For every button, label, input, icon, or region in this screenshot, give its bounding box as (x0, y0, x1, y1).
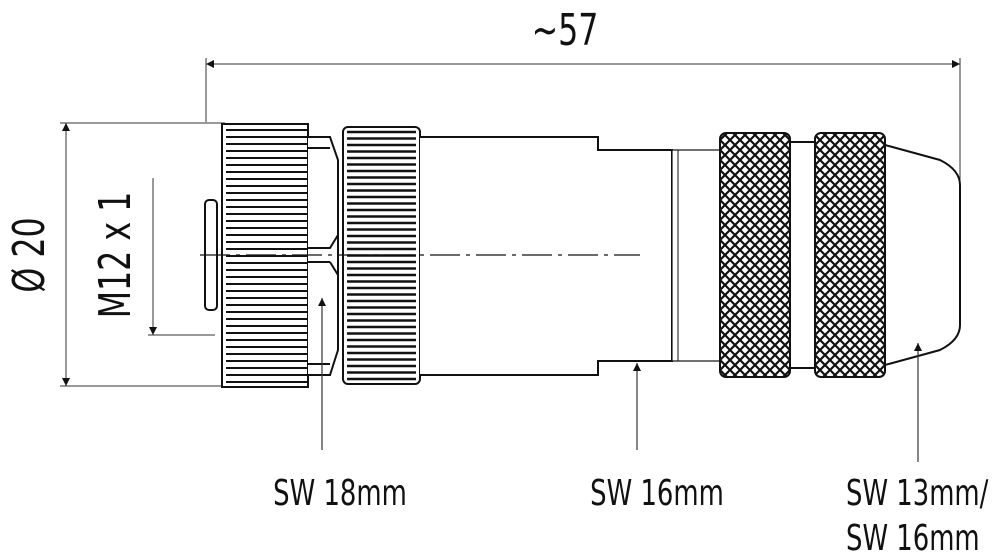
callout-sw18: SW 18mm (273, 472, 407, 514)
knurl-ridges (226, 129, 308, 383)
cable-nose (884, 143, 961, 367)
callout-sw16: SW 16mm (590, 472, 724, 514)
diameter-label: Ø 20 (4, 217, 55, 292)
thread-label: M12 x 1 (90, 192, 141, 319)
diameter-dimension (60, 122, 225, 387)
length-label: ~57 (532, 5, 599, 56)
neck (308, 136, 339, 376)
knurl-grip-2 (814, 132, 886, 378)
callout-sw13-line2: SW 16mm (846, 517, 980, 558)
knurl-ridges (347, 130, 416, 381)
thread-dimension (148, 178, 215, 336)
callout-arrows (318, 298, 922, 462)
knurl-grip-1 (719, 132, 791, 378)
length-dimension (205, 58, 961, 180)
main-body (420, 136, 673, 376)
callout-sw13-line1: SW 13mm/ (846, 472, 988, 514)
